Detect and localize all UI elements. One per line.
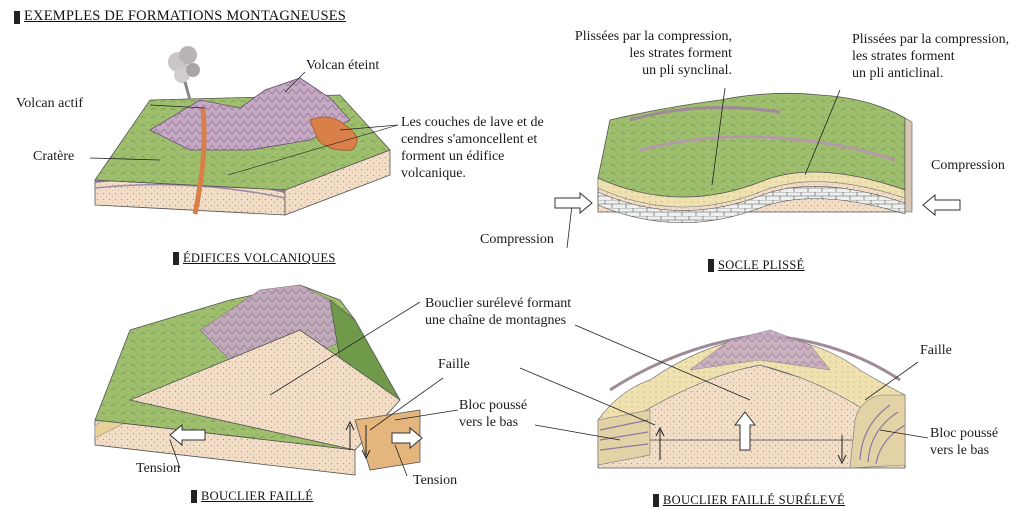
caption-folded: SOCLE PLISSÉ [718,258,805,273]
label-bloc-uplifted: Bloc poussé vers le bas [930,425,998,459]
caption-volcanic: ÉDIFICES VOLCANIQUES [183,251,336,266]
label-anticlinal: Plissées par la compression, les strates… [852,31,1009,82]
compression-arrow-right [923,195,960,215]
label-compression-right: Compression [931,158,1005,174]
faulted-block [95,285,458,476]
label-couches-lave: Les couches de lave et de cendres s'amon… [401,114,544,182]
caption-marker-volcanic [173,252,179,265]
label-synclinal: Plissées par la compression, les strates… [552,28,732,79]
label-tension-right: Tension [413,473,457,489]
caption-marker-faulted [191,490,197,503]
caption-marker-folded [708,259,714,272]
label-compression-bottom: Compression [480,232,554,248]
label-volcan-actif: Volcan actif [16,96,83,112]
label-bouclier: Bouclier surélevé formant une chaîne de … [425,295,571,329]
folded-block [555,88,960,248]
eruption-cloud [168,46,200,100]
label-tension-left: Tension [136,461,180,477]
label-faille-faulted: Faille [438,357,470,373]
label-bloc-faulted: Bloc poussé vers le bas [459,397,527,431]
caption-marker-uplifted [653,494,659,507]
compression-arrow-left [555,193,592,213]
caption-faulted: BOUCLIER FAILLÉ [201,489,313,504]
label-volcan-eteint: Volcan éteint [306,58,379,74]
label-faille-uplifted: Faille [920,343,952,359]
caption-uplifted: BOUCLIER FAILLÉ SURÉLEVÉ [663,493,845,508]
label-cratere: Cratère [33,149,74,165]
uplifted-block [520,325,928,468]
